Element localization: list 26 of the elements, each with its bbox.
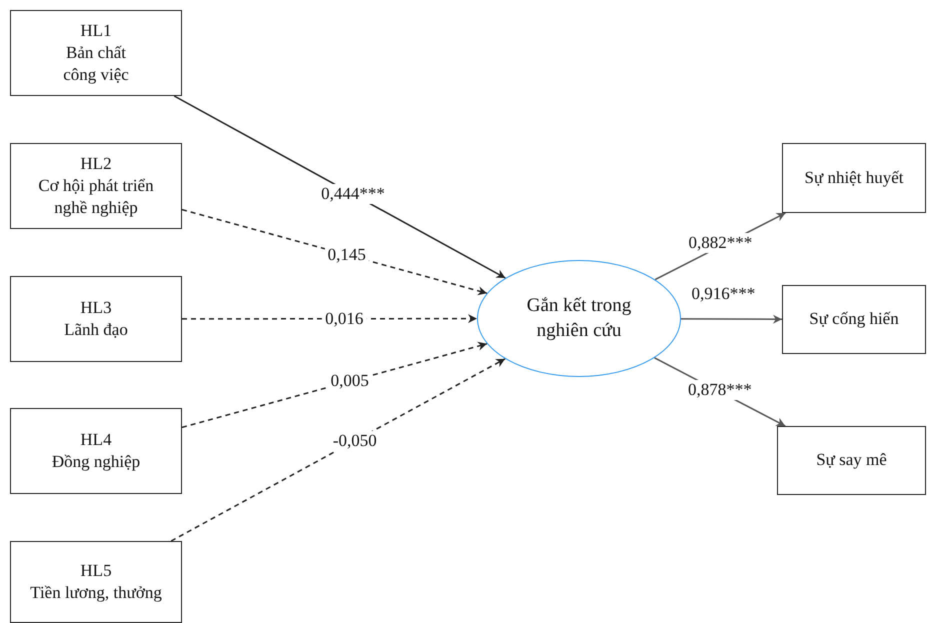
construct-code: HL1: [80, 20, 112, 42]
construct-label: Sự say mê: [816, 449, 887, 472]
construct-box: [10, 276, 182, 362]
construct-label: Bản chất công việc: [62, 42, 130, 86]
construct-label: Đồng nghiệp: [52, 451, 140, 473]
arrow: [174, 95, 506, 279]
arrow: [681, 314, 782, 324]
construct-box: [10, 541, 182, 623]
construct-box: [10, 408, 182, 494]
construct-label: Tiền lương, thưởng: [30, 582, 162, 604]
construct-code: HL4: [80, 428, 112, 451]
construct-label: Sự cống hiến: [809, 308, 899, 330]
path-coefficient: 0,145: [324, 244, 369, 265]
construct-code: HL3: [80, 296, 112, 319]
construct-box: [777, 426, 926, 495]
construct-box: [10, 143, 182, 229]
construct-label: Cơ hội phát triển nghề nghiệp: [37, 174, 155, 220]
construct-box: [782, 143, 926, 213]
construct-label: Gắn kết trong nghiên cứu: [526, 294, 632, 342]
arrow: [170, 358, 506, 542]
construct-label: Lãnh đạo: [64, 319, 128, 341]
construct-box: [782, 285, 926, 354]
construct-box: [10, 10, 182, 96]
construct-code: HL5: [80, 560, 112, 582]
construct-label: Sự nhiệt huyết: [804, 166, 904, 189]
construct-code: HL2: [80, 152, 112, 175]
